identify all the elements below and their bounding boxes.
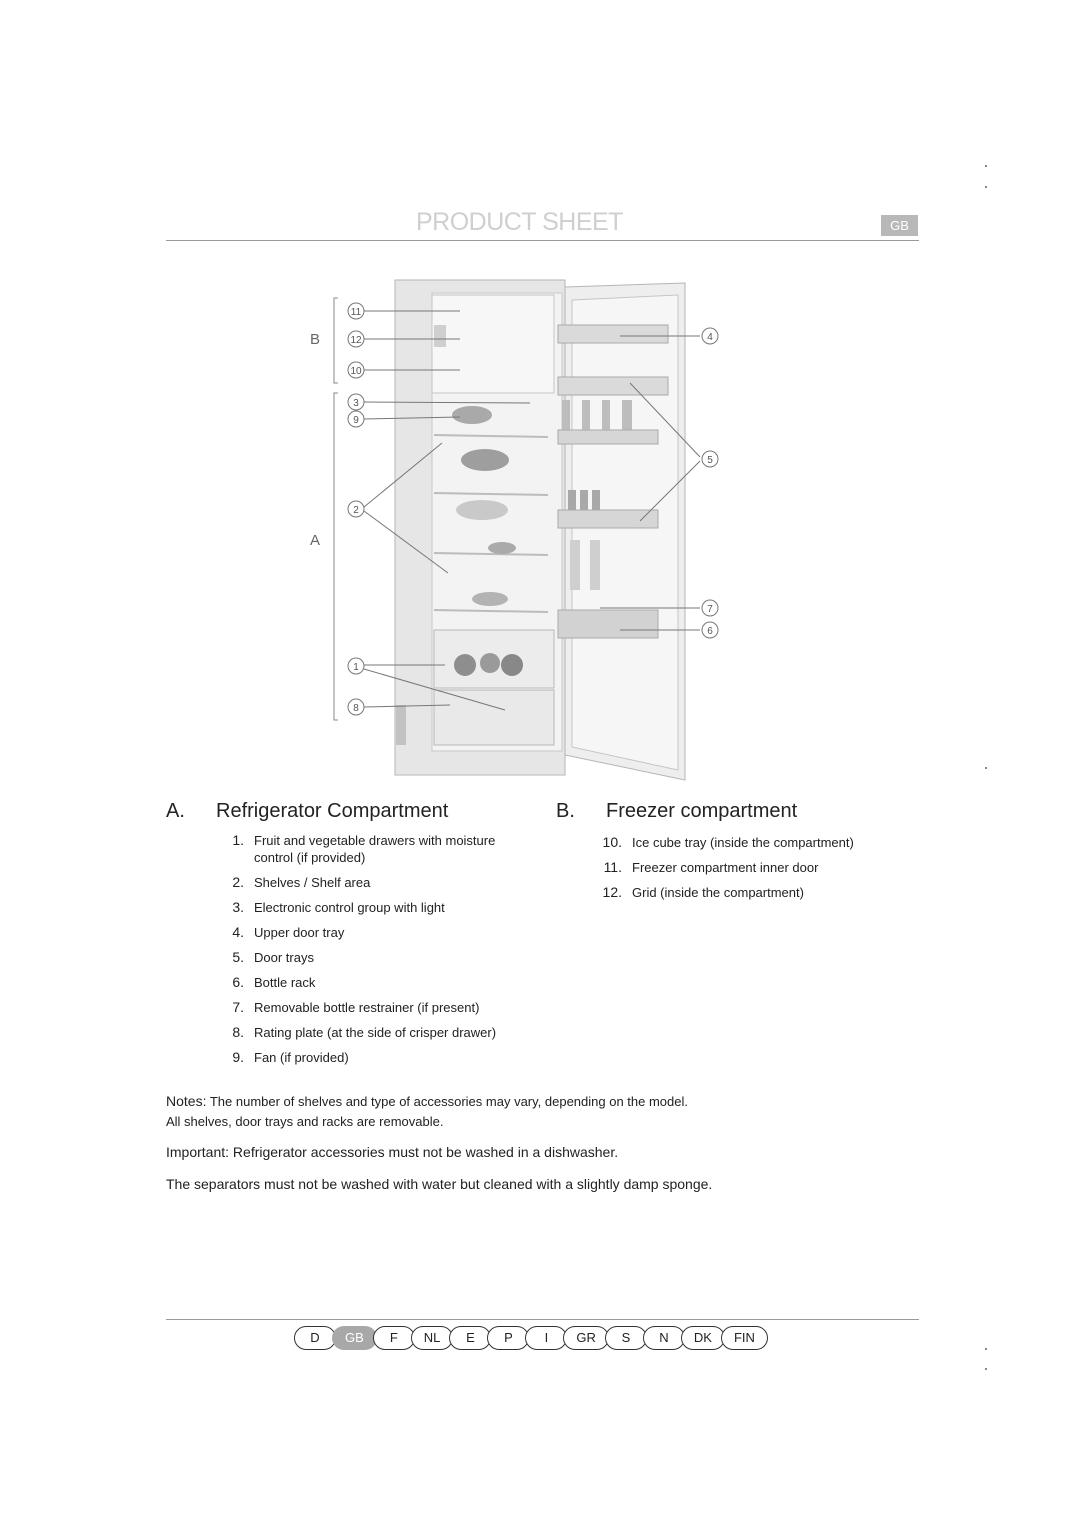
list-item: 11.Freezer compartment inner door: [603, 859, 819, 875]
scan-speck: [985, 1368, 987, 1370]
lang-dk[interactable]: DK: [680, 1326, 725, 1350]
group-label-a: A: [310, 532, 320, 549]
callout-7: 7: [707, 604, 713, 615]
lang-f[interactable]: F: [372, 1326, 415, 1350]
refrigerator-diagram: B A 11 12 10 3 9 2 1 8 4 5 7 6: [310, 279, 719, 781]
lang-e[interactable]: E: [449, 1326, 492, 1350]
section-a-list: 1.Fruit and vegetable drawers with moist…: [214, 832, 534, 1074]
scan-speck: [985, 1348, 987, 1350]
language-badge: GB: [881, 215, 918, 236]
callout-6: 6: [707, 626, 713, 637]
section-a-letter: A.: [166, 800, 185, 822]
list-item: 5.Door trays: [232, 949, 314, 965]
callout-11: 11: [351, 307, 362, 318]
lang-gr[interactable]: GR: [563, 1326, 609, 1350]
section-b-letter: B.: [556, 800, 575, 822]
lang-nl[interactable]: NL: [410, 1326, 454, 1350]
list-item: 2.Shelves / Shelf area: [232, 874, 371, 890]
section-a-heading: A. Refrigerator Compartment: [166, 800, 448, 823]
list-item: 4.Upper door tray: [232, 924, 345, 940]
callout-10: 10: [350, 366, 362, 377]
group-label-b: B: [310, 331, 320, 348]
list-item: 12.Grid (inside the compartment): [602, 884, 804, 900]
callout-8: 8: [353, 703, 359, 714]
lang-d[interactable]: D: [294, 1326, 336, 1350]
scan-speck: [985, 186, 987, 188]
list-item: 6.Bottle rack: [232, 974, 316, 990]
section-a-title: Refrigerator Compartment: [216, 800, 449, 822]
list-item: 10.Ice cube tray (inside the compartment…: [602, 834, 854, 850]
list-item: 9.Fan (if provided): [232, 1049, 349, 1065]
lang-gb[interactable]: GB: [332, 1326, 377, 1350]
section-b-title: Freezer compartment: [606, 800, 798, 822]
lang-s[interactable]: S: [604, 1326, 647, 1350]
footer-divider: [166, 1319, 919, 1320]
section-b-list: 10.Ice cube tray (inside the compartment…: [592, 834, 912, 909]
list-item: 3.Electronic control group with light: [232, 899, 445, 915]
callout-5: 5: [707, 455, 713, 466]
list-item: 7.Removable bottle restrainer (if presen…: [232, 999, 480, 1015]
callout-3: 3: [353, 398, 359, 409]
callout-2: 2: [353, 505, 359, 516]
section-b-heading: B. Freezer compartment: [556, 800, 797, 823]
door: [557, 282, 686, 781]
callouts: 11 12 10 3 9 2 1 8 4 5 7 6: [347, 302, 719, 716]
lang-p[interactable]: P: [487, 1326, 530, 1350]
header-divider: [166, 240, 919, 241]
notes-block: Notes: The number of shelves and type of…: [166, 1091, 926, 1132]
language-selector: D GB F NL E P I GR S N DK FIN: [294, 1326, 768, 1350]
callout-12: 12: [350, 335, 362, 346]
scan-speck: [985, 165, 987, 167]
important-note: Important: Refrigerator accessories must…: [166, 1144, 619, 1160]
callout-1: 1: [353, 662, 359, 673]
list-item: 8.Rating plate (at the side of crisper d…: [232, 1024, 497, 1040]
lang-i[interactable]: I: [525, 1326, 568, 1350]
page-title: PRODUCT SHEET: [416, 208, 623, 236]
lang-fin[interactable]: FIN: [720, 1326, 768, 1350]
leader-lines: [363, 310, 701, 711]
group-brackets: B A: [310, 297, 338, 721]
scan-speck: [985, 767, 987, 769]
notes-label: Notes:: [166, 1093, 207, 1109]
notes-line-1: The number of shelves and type of access…: [209, 1094, 688, 1109]
callout-9: 9: [353, 415, 359, 426]
list-item: 1.Fruit and vegetable drawers with moist…: [232, 832, 496, 865]
notes-line-2: All shelves, door trays and racks are re…: [166, 1114, 444, 1129]
callout-4: 4: [707, 332, 713, 343]
lang-n[interactable]: N: [642, 1326, 685, 1350]
separators-note: The separators must not be washed with w…: [166, 1176, 713, 1192]
cabinet: [394, 279, 566, 776]
